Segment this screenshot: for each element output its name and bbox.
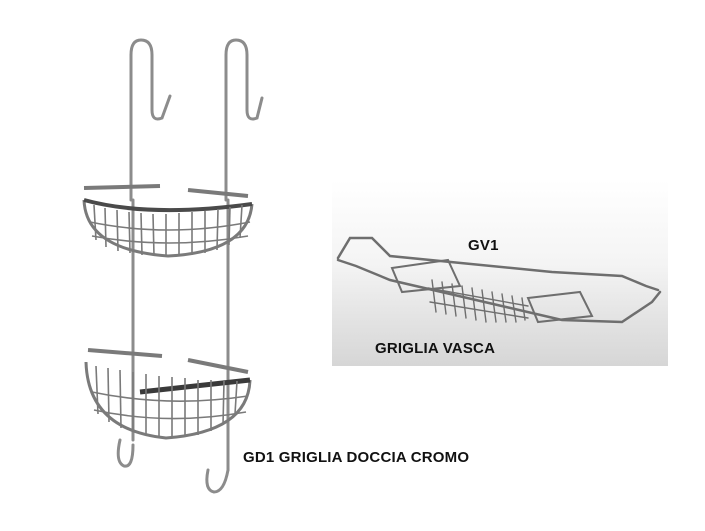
shower-caddy-label: GD1 GRIGLIA DOCCIA CROMO [243, 449, 470, 466]
lower-basket [84, 348, 252, 440]
bath-rack-image [332, 180, 668, 366]
bath-rack-code: GV1 [468, 237, 499, 254]
upper-basket [82, 184, 254, 258]
bath-rack-label: GRIGLIA VASCA [375, 340, 496, 357]
